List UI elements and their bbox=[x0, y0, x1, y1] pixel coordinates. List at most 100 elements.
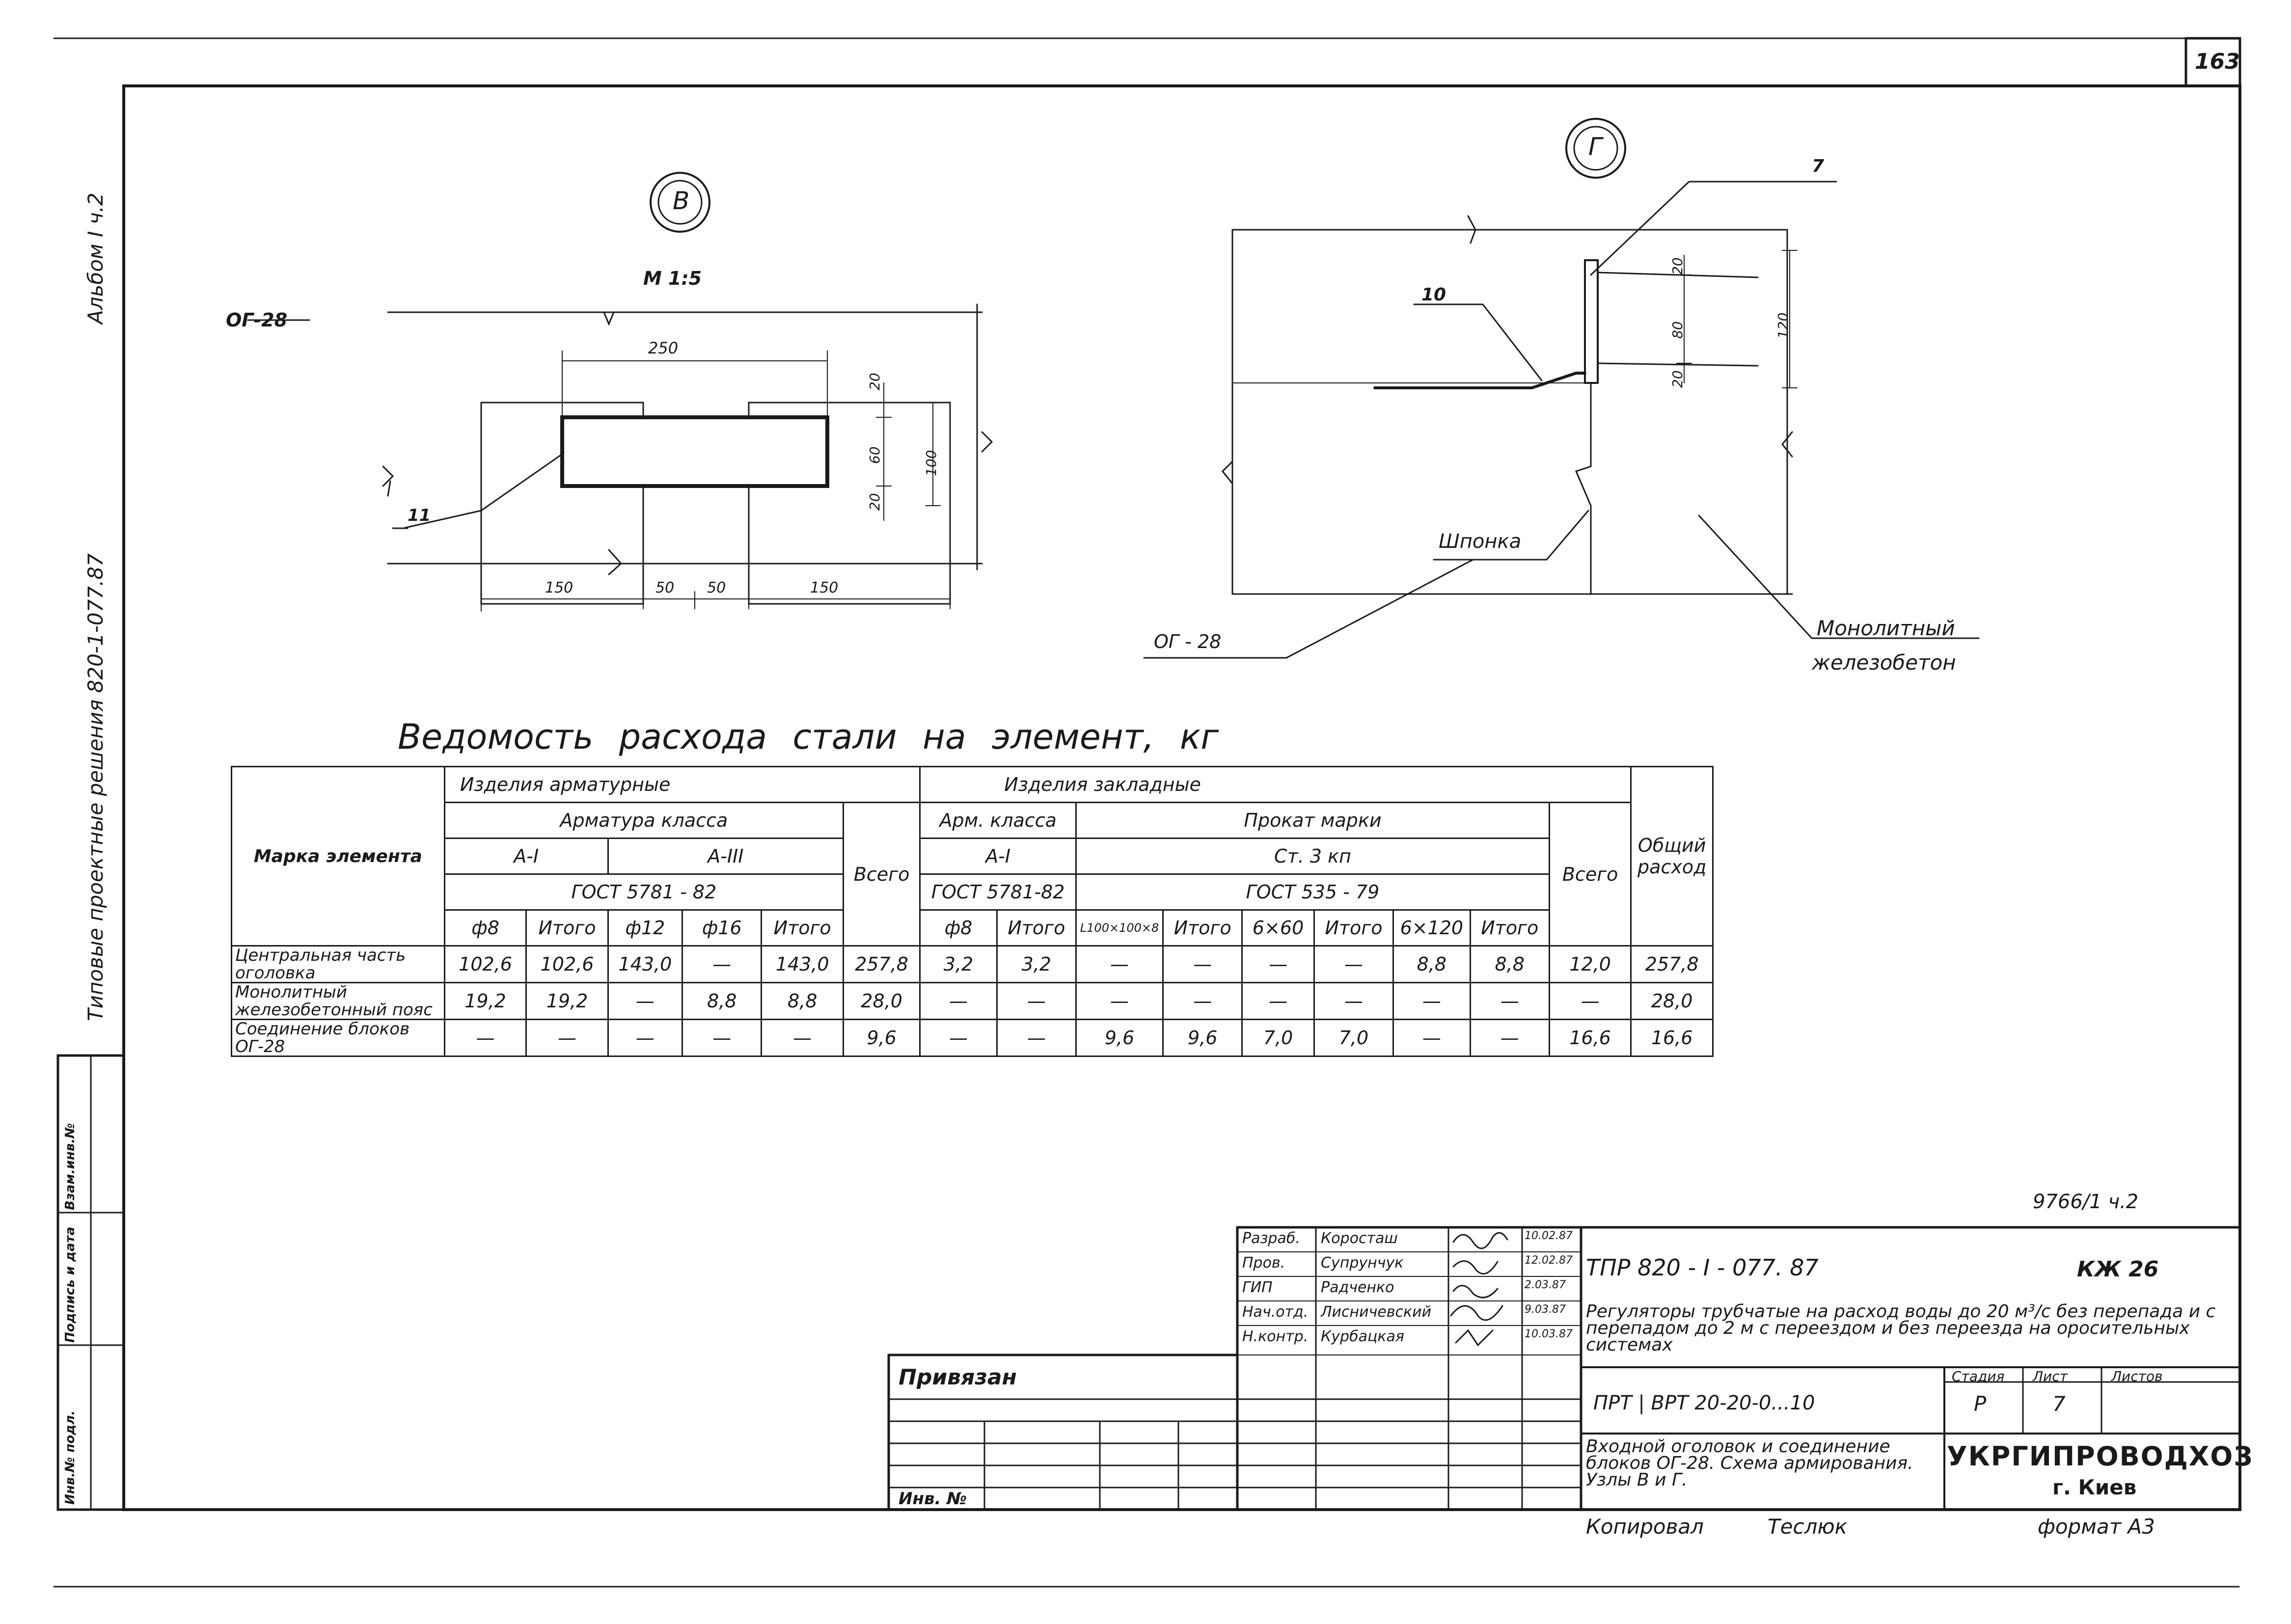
table-cell: — bbox=[1162, 945, 1243, 983]
table-cell: — bbox=[682, 945, 763, 983]
table-cell: — bbox=[1469, 1019, 1550, 1057]
stage-value: Р bbox=[1974, 1392, 1987, 1416]
table-cell: — bbox=[1313, 982, 1394, 1020]
signer-role: Разраб. bbox=[1242, 1230, 1300, 1247]
table-cell: 102,6 bbox=[525, 945, 609, 983]
node-g-pos-10: 10 bbox=[1421, 285, 1446, 305]
table-cell: 102,6 bbox=[443, 945, 527, 983]
sheet-header: Лист bbox=[2033, 1368, 2068, 1384]
dim-50a: 50 bbox=[655, 579, 675, 596]
col-f8: ф8 bbox=[443, 909, 527, 947]
header-a1b: А-I bbox=[919, 838, 1077, 875]
dim-g-20a: 20 bbox=[1669, 257, 1686, 275]
table-cell: — bbox=[607, 1019, 683, 1057]
table-cell: 8,8 bbox=[682, 982, 763, 1020]
binding-label: Привязан bbox=[899, 1365, 1017, 1390]
table-cell: — bbox=[919, 1019, 998, 1057]
node-g-element: ОГ - 28 bbox=[1154, 631, 1222, 652]
organization: УКРГИПРОВОДХОЗ bbox=[1947, 1441, 2254, 1472]
table-cell: — bbox=[1392, 982, 1471, 1020]
stamp-inv-podl: Инв.№ подл. bbox=[63, 1410, 78, 1505]
table-cell: 7,0 bbox=[1241, 1019, 1315, 1057]
stamp-signature-date: Подпись и дата bbox=[63, 1226, 78, 1343]
table-cell: — bbox=[525, 1019, 609, 1057]
col-f8b: ф8 bbox=[919, 909, 998, 947]
table-cell: 12,0 bbox=[1548, 945, 1632, 983]
dim-g-120: 120 bbox=[1775, 312, 1791, 339]
signer-date: 9.03.87 bbox=[1525, 1303, 1566, 1316]
table-cell: 16,6 bbox=[1548, 1019, 1632, 1057]
node-g-key bbox=[1575, 382, 1592, 595]
node-v-label: В bbox=[673, 187, 690, 215]
col-itogo-4: Итого bbox=[1162, 909, 1243, 947]
table-cell: 3,2 bbox=[996, 945, 1077, 983]
node-g-label: Г bbox=[1588, 133, 1602, 161]
steel-table: Марка элемента Изделия арматурные Издели… bbox=[231, 766, 1714, 1057]
signer-name: Радченко bbox=[1321, 1279, 1394, 1296]
signer-date: 12.02.87 bbox=[1525, 1254, 1573, 1267]
node-v-pos-11: 11 bbox=[408, 506, 431, 525]
col-f16: ф16 bbox=[682, 909, 763, 947]
concrete-label-2: железобетон bbox=[1812, 650, 1956, 675]
dim-150b: 150 bbox=[810, 579, 839, 596]
table-cell: — bbox=[1313, 945, 1394, 983]
table-cell: 8,8 bbox=[761, 982, 844, 1020]
dim-20b: 20 bbox=[867, 493, 883, 511]
col-itogo-5: Итого bbox=[1313, 909, 1394, 947]
table-cell: — bbox=[1075, 945, 1164, 983]
dim-g-80: 80 bbox=[1669, 321, 1686, 339]
signer-role: ГИП bbox=[1242, 1279, 1273, 1296]
node-g-key-label: Шпонка bbox=[1439, 530, 1522, 553]
table-cell: 19,2 bbox=[525, 982, 609, 1020]
header-a3: А-III bbox=[607, 838, 844, 875]
signer-role: Н.контр. bbox=[1242, 1328, 1309, 1345]
table-cell: 8,8 bbox=[1392, 945, 1471, 983]
signer-role: Пров. bbox=[1242, 1254, 1285, 1272]
header-total: Всего bbox=[842, 802, 921, 947]
project-code: ТПР 820 - I - 077. 87 bbox=[1586, 1254, 1819, 1281]
row-name: Монолитный железобетонный пояс bbox=[231, 982, 445, 1020]
inv-no-label: Инв. № bbox=[899, 1489, 967, 1509]
table-cell: — bbox=[996, 982, 1077, 1020]
table-cell: 257,8 bbox=[842, 945, 921, 983]
col-itogo-2: Итого bbox=[761, 909, 844, 947]
header-a1: А-I bbox=[443, 838, 609, 875]
signature-5 bbox=[1455, 1329, 1494, 1347]
table-cell: 8,8 bbox=[1469, 945, 1550, 983]
signature-4 bbox=[1450, 1305, 1503, 1321]
sheet-value: 7 bbox=[2052, 1392, 2066, 1416]
header-mark: Марка элемента bbox=[231, 766, 445, 947]
table-cell: — bbox=[761, 1019, 844, 1057]
table-cell: — bbox=[996, 1019, 1077, 1057]
signature-3 bbox=[1452, 1285, 1499, 1299]
signer-date: 2.03.87 bbox=[1525, 1279, 1566, 1291]
table-cell: — bbox=[1075, 982, 1164, 1020]
signer-name: Коросташ bbox=[1321, 1230, 1398, 1247]
header-reinf: Изделия арматурные bbox=[443, 766, 921, 803]
col-itogo-3: Итого bbox=[996, 909, 1077, 947]
col-angle: L100×100×8 bbox=[1075, 909, 1164, 947]
col-itogo-6: Итого bbox=[1469, 909, 1550, 947]
signature-1 bbox=[1452, 1232, 1508, 1249]
table-cell: 16,6 bbox=[1630, 1019, 1714, 1057]
drawing-mark: КЖ 26 bbox=[2077, 1257, 2159, 1282]
stage-header: Стадия bbox=[1952, 1368, 2005, 1384]
copied-by-label: Копировал bbox=[1586, 1515, 1704, 1539]
table-cell: — bbox=[607, 982, 683, 1020]
header-rolled: Прокат марки bbox=[1075, 802, 1550, 839]
node-g-bar-10 bbox=[1373, 372, 1586, 389]
table-cell: — bbox=[1241, 982, 1315, 1020]
table-cell: — bbox=[443, 1019, 527, 1057]
node-g-circle-outer bbox=[1565, 118, 1626, 179]
table-cell: 3,2 bbox=[919, 945, 998, 983]
description: Регуляторы трубчатые на расход воды до 2… bbox=[1586, 1301, 2216, 1355]
row-name: Центральная часть оголовка bbox=[231, 945, 445, 983]
table-cell: — bbox=[1469, 982, 1550, 1020]
node-g-circle-inner bbox=[1573, 126, 1618, 171]
sheets-header: Листов bbox=[2111, 1368, 2163, 1384]
concrete-label-1: Монолитный bbox=[1817, 616, 1955, 640]
row-name: Соединение блоков ОГ-28 bbox=[231, 1019, 445, 1057]
city: г. Киев bbox=[2052, 1475, 2137, 1499]
doc-code: ПРТ | ВРТ 20-20-0...10 bbox=[1593, 1392, 1815, 1414]
